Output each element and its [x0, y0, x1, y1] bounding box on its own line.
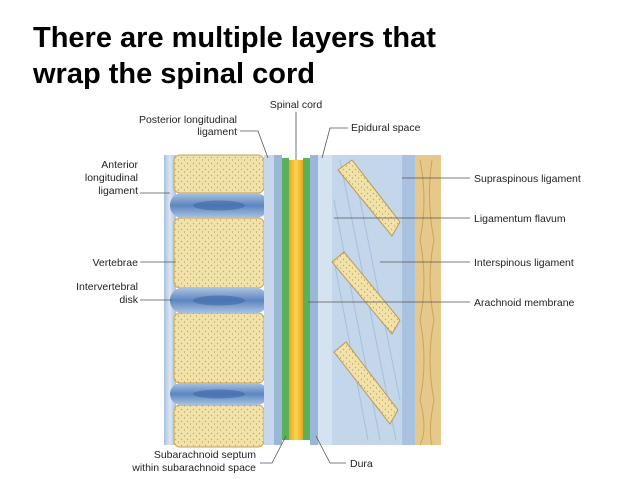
disk-2-nucleus — [193, 295, 245, 306]
posterior-ligament-strip — [264, 155, 274, 445]
slide-title: There are multiple layers that wrap the … — [33, 20, 593, 92]
label-dura: Dura — [350, 458, 373, 470]
leader-lines — [140, 112, 470, 464]
arachnoid-posterior — [303, 158, 310, 440]
spinous-processes — [331, 159, 401, 425]
label-anterior-ligament-line2: longitudinal — [85, 172, 138, 184]
label-intervertebral-disk-line2: disk — [119, 294, 138, 306]
label-anterior-ligament-line3: ligament — [98, 185, 138, 197]
title-line-2: wrap the spinal cord — [33, 58, 315, 90]
label-posterior-ligament-line1: Posterior longitudinal — [139, 114, 237, 126]
disk-1-nucleus — [193, 200, 245, 211]
label-posterior-ligament-line2: ligament — [197, 126, 237, 138]
vertebra-2 — [173, 217, 265, 289]
vertebra-3 — [173, 312, 265, 384]
label-interspinous-ligament: Interspinous ligament — [474, 257, 574, 269]
label-ligamentum-flavum: Ligamentum flavum — [474, 213, 566, 225]
label-spinal-cord: Spinal cord — [270, 99, 323, 111]
epidural-region — [318, 155, 332, 445]
dura-anterior — [274, 155, 282, 445]
vertebral-bodies — [173, 154, 265, 448]
dura-posterior — [310, 155, 318, 445]
vertebra-4 — [173, 404, 265, 448]
vertebra-1 — [173, 154, 265, 194]
spinous-process-1 — [337, 159, 401, 237]
label-arachnoid-membrane: Arachnoid membrane — [474, 297, 575, 309]
arachnoid-anterior — [282, 158, 289, 440]
label-intervertebral-disk-line1: Intervertebral — [76, 281, 138, 293]
label-epidural-space: Epidural space — [351, 122, 421, 134]
spinal-cord-body — [289, 160, 303, 440]
label-anterior-ligament-line1: Anterior — [101, 159, 138, 171]
intervertebral-disks — [170, 193, 268, 405]
label-subarachnoid-septum-line2: within subarachnoid space — [131, 462, 256, 474]
label-vertebrae: Vertebrae — [92, 257, 138, 269]
disk-3-nucleus — [193, 389, 245, 399]
spinous-process-2 — [331, 251, 401, 335]
label-subarachnoid-septum-line1: Subarachnoid septum — [154, 449, 256, 461]
supraspinous-ligament — [415, 155, 441, 445]
spinous-process-3 — [333, 341, 399, 425]
title-line-1: There are multiple layers that — [33, 22, 436, 54]
label-supraspinous-ligament: Supraspinous ligament — [474, 173, 581, 185]
